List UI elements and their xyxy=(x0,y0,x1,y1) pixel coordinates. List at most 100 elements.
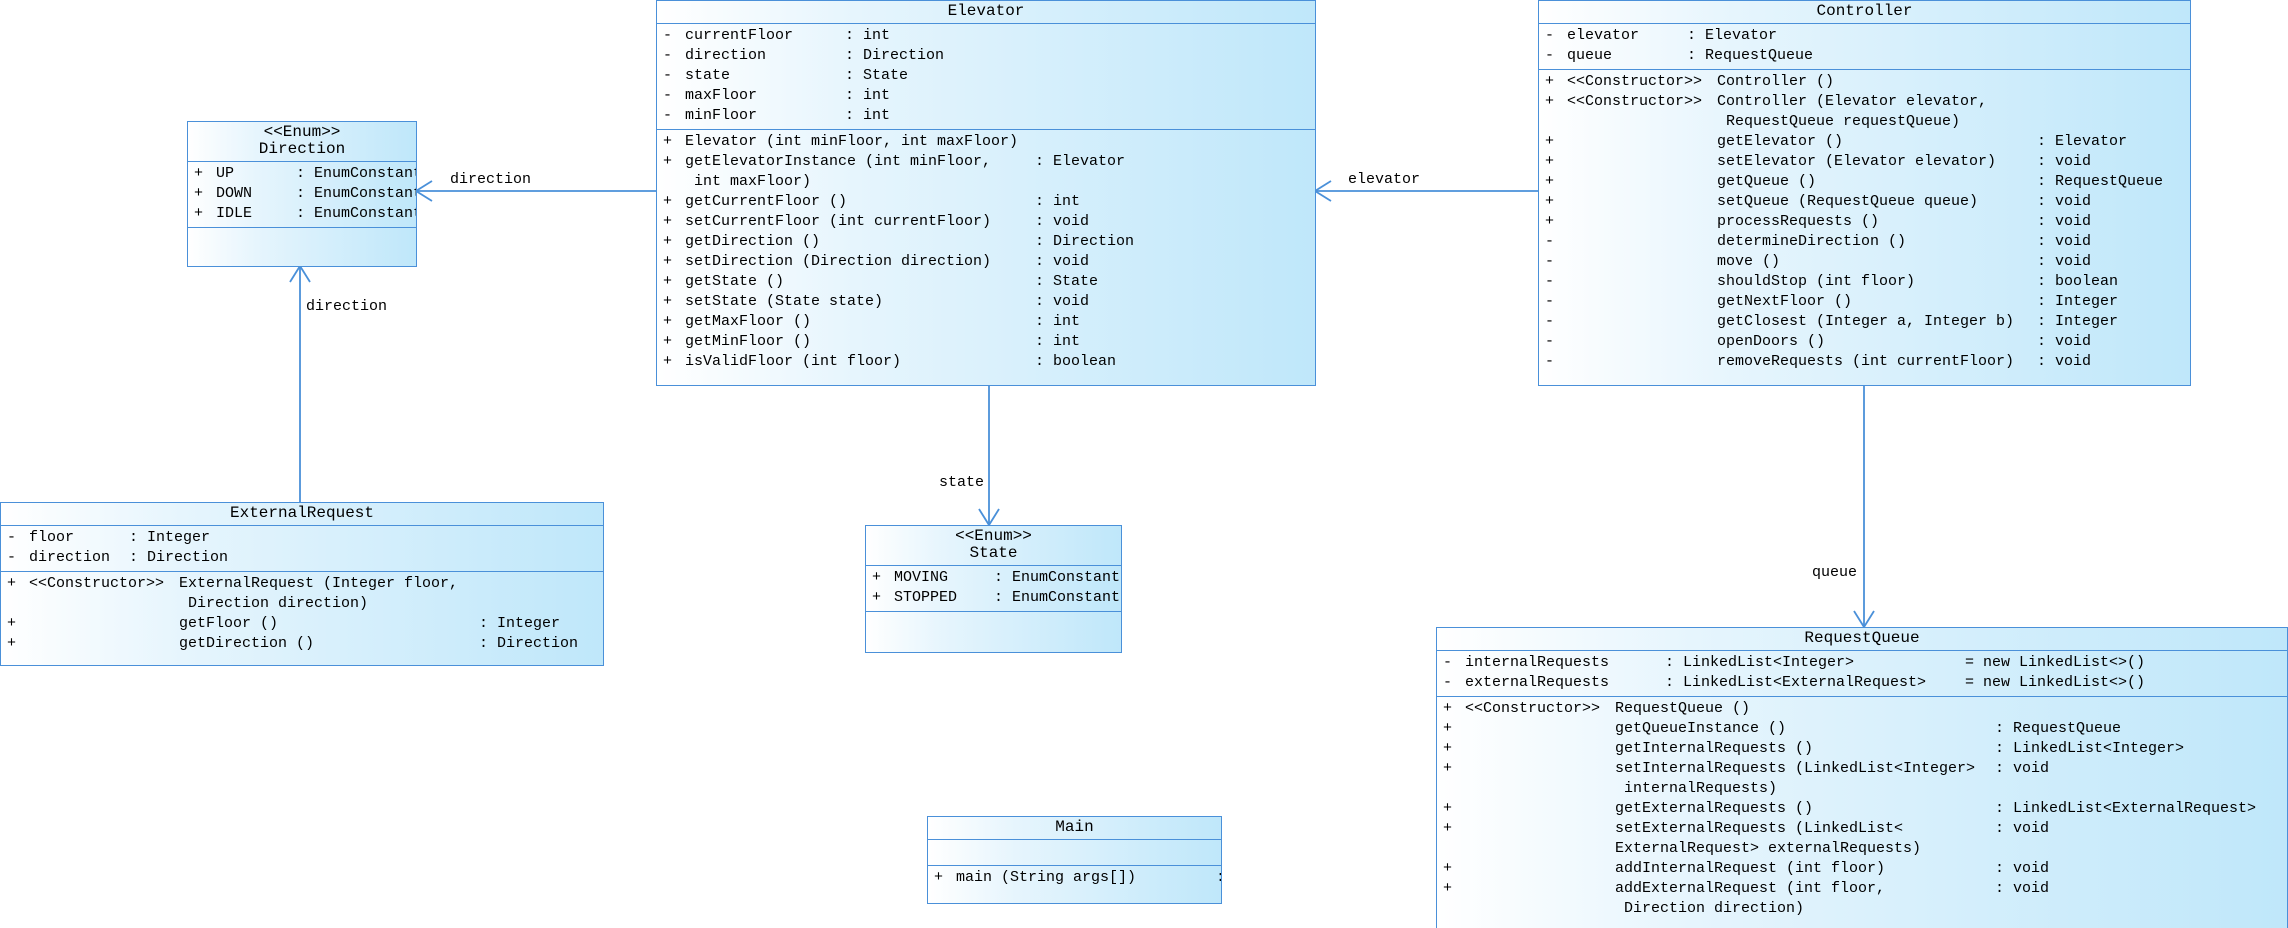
operation-row[interactable]: int maxFloor) xyxy=(657,172,1315,192)
attribute-type: : Elevator xyxy=(1687,27,1778,44)
operation-row[interactable]: -getClosest (Integer a, Integer b): Inte… xyxy=(1539,312,2190,332)
visibility-marker: + xyxy=(1443,740,1453,757)
visibility-marker: + xyxy=(194,205,204,222)
operation-row[interactable]: Direction direction) xyxy=(1,594,603,614)
operation-row[interactable]: +setElevator (Elevator elevator): void xyxy=(1539,152,2190,172)
operation-row[interactable]: +setInternalRequests (LinkedList<Integer… xyxy=(1437,759,2287,779)
operation-row[interactable]: -openDoors (): void xyxy=(1539,332,2190,352)
label-elevator-direction: direction xyxy=(450,171,532,188)
operation-row[interactable]: -move (): void xyxy=(1539,252,2190,272)
operation-row[interactable]: +setExternalRequests (LinkedList<: void xyxy=(1437,819,2287,839)
label-elevator-state: state xyxy=(939,474,985,491)
operation-row[interactable]: +getInternalRequests (): LinkedList<Inte… xyxy=(1437,739,2287,759)
operation-row[interactable]: +getExternalRequests (): LinkedList<Exte… xyxy=(1437,799,2287,819)
operation-row[interactable]: +addInternalRequest (int floor): void xyxy=(1437,859,2287,879)
operation-row[interactable]: ExternalRequest> externalRequests) xyxy=(1437,839,2287,859)
class-external-request[interactable]: ExternalRequest-floor: Integer-direction… xyxy=(0,502,604,666)
operation-row[interactable]: +getMaxFloor (): int xyxy=(657,312,1315,332)
class-elevator[interactable]: Elevator-currentFloor: int-direction: Di… xyxy=(656,0,1316,386)
operation-return-type: : int xyxy=(1035,333,1081,350)
operation-stereotype xyxy=(29,634,179,654)
operation-row[interactable]: -getNextFloor (): Integer xyxy=(1539,292,2190,312)
class-title: <<Enum>>Direction xyxy=(188,122,416,161)
operation-return-type: : void xyxy=(2037,153,2092,170)
operation-return-type: : LinkedList<ExternalRequest> xyxy=(1995,800,2257,817)
attribute-row[interactable]: -state: State xyxy=(657,66,1315,86)
class-main[interactable]: Main+main (String args[]): void xyxy=(927,816,1222,904)
visibility-marker: + xyxy=(663,293,673,310)
operation-row[interactable]: +getElevatorInstance (int minFloor,: Ele… xyxy=(657,152,1315,172)
operation-row[interactable]: +setCurrentFloor (int currentFloor): voi… xyxy=(657,212,1315,232)
visibility-marker: - xyxy=(663,87,673,104)
operation-row[interactable]: +getMinFloor (): int xyxy=(657,332,1315,352)
operation-stereotype: <<Constructor>> xyxy=(1465,700,1601,717)
attribute-name: STOPPED xyxy=(894,589,958,606)
operation-row[interactable]: +<<Constructor>>Controller () xyxy=(1539,72,2190,92)
operation-row[interactable]: +getFloor (): Integer xyxy=(1,614,603,634)
attribute-type: : EnumConstant xyxy=(296,205,417,222)
operation-row[interactable]: RequestQueue requestQueue) xyxy=(1539,112,2190,132)
attribute-row[interactable]: +DOWN: EnumConstant xyxy=(188,184,416,204)
attribute-row[interactable]: -maxFloor: int xyxy=(657,86,1315,106)
attributes-section: -floor: Integer-direction: Direction xyxy=(1,525,603,571)
operation-row[interactable]: -removeRequests (int currentFloor): void xyxy=(1539,352,2190,372)
attribute-row[interactable]: +UP: EnumConstant xyxy=(188,164,416,184)
attribute-row[interactable]: +IDLE: EnumConstant xyxy=(188,204,416,224)
operation-row[interactable]: Direction direction) xyxy=(1437,899,2287,919)
attribute-row[interactable]: +STOPPED: EnumConstant xyxy=(866,588,1121,608)
visibility-marker xyxy=(1437,899,1465,919)
label-controller-elevator: elevator xyxy=(1348,171,1421,188)
class-controller[interactable]: Controller-elevator: Elevator-queue: Req… xyxy=(1538,0,2191,386)
operation-row[interactable]: +getQueueInstance (): RequestQueue xyxy=(1437,719,2287,739)
operation-row[interactable]: +<<Constructor>>Controller (Elevator ele… xyxy=(1539,92,2190,112)
operation-stereotype xyxy=(1465,859,1615,879)
operation-row[interactable]: +isValidFloor (int floor): boolean xyxy=(657,352,1315,372)
operation-signature: getMinFloor () xyxy=(685,333,812,350)
attribute-row[interactable]: -externalRequests: LinkedList<ExternalRe… xyxy=(1437,673,2287,693)
operation-row[interactable]: +setQueue (RequestQueue queue): void xyxy=(1539,192,2190,212)
visibility-marker: - xyxy=(663,107,673,124)
attribute-row[interactable]: -direction: Direction xyxy=(1,548,603,568)
attribute-name: externalRequests xyxy=(1465,674,1610,691)
visibility-marker: - xyxy=(1545,27,1555,44)
operation-row[interactable]: internalRequests) xyxy=(1437,779,2287,799)
visibility-marker: - xyxy=(1545,333,1555,350)
visibility-marker: + xyxy=(1443,700,1453,717)
visibility-marker: - xyxy=(1443,674,1453,691)
attribute-row[interactable]: -minFloor: int xyxy=(657,106,1315,126)
operation-row[interactable]: +processRequests (): void xyxy=(1539,212,2190,232)
operation-stereotype xyxy=(1567,332,1717,352)
operation-row[interactable]: +getDirection (): Direction xyxy=(657,232,1315,252)
attribute-initial-value: = new LinkedList<>() xyxy=(1965,654,2146,671)
attribute-row[interactable]: -elevator: Elevator xyxy=(1539,26,2190,46)
operation-row[interactable]: +getCurrentFloor (): int xyxy=(657,192,1315,212)
operation-row[interactable]: +<<Constructor>>ExternalRequest (Integer… xyxy=(1,574,603,594)
visibility-marker: - xyxy=(1545,47,1555,64)
class-direction[interactable]: <<Enum>>Direction +UP: EnumConstant+DOWN:… xyxy=(187,121,417,267)
attribute-row[interactable]: -queue: RequestQueue xyxy=(1539,46,2190,66)
class-state[interactable]: <<Enum>>State+MOVING: EnumConstant+STOPP… xyxy=(865,525,1122,653)
operation-row[interactable]: -shouldStop (int floor): boolean xyxy=(1539,272,2190,292)
operation-row[interactable]: +addExternalRequest (int floor,: void xyxy=(1437,879,2287,899)
visibility-marker: + xyxy=(1443,800,1453,817)
attribute-row[interactable]: -floor: Integer xyxy=(1,528,603,548)
operation-row[interactable]: +setState (State state): void xyxy=(657,292,1315,312)
visibility-marker: - xyxy=(1545,313,1555,330)
class-request-queue[interactable]: RequestQueue-internalRequests: LinkedLis… xyxy=(1436,627,2288,928)
attribute-row[interactable]: +MOVING: EnumConstant xyxy=(866,568,1121,588)
operation-row[interactable]: +getDirection (): Direction xyxy=(1,634,603,654)
operation-row[interactable]: +Elevator (int minFloor, int maxFloor) xyxy=(657,132,1315,152)
operation-signature: setInternalRequests (LinkedList<Integer> xyxy=(1615,760,1976,777)
operation-signature: getQueue () xyxy=(1717,173,1817,190)
operation-row[interactable]: +getQueue (): RequestQueue xyxy=(1539,172,2190,192)
attribute-row[interactable]: -currentFloor: int xyxy=(657,26,1315,46)
operation-row[interactable]: +setDirection (Direction direction): voi… xyxy=(657,252,1315,272)
operation-row[interactable]: +getElevator (): Elevator xyxy=(1539,132,2190,152)
attribute-row[interactable]: -direction: Direction xyxy=(657,46,1315,66)
operation-row[interactable]: +getState (): State xyxy=(657,272,1315,292)
operation-row[interactable]: +main (String args[]): void xyxy=(928,868,1221,888)
operation-row[interactable]: -determineDirection (): void xyxy=(1539,232,2190,252)
operation-row[interactable]: +<<Constructor>>RequestQueue () xyxy=(1437,699,2287,719)
attribute-row[interactable]: -internalRequests: LinkedList<Integer>= … xyxy=(1437,653,2287,673)
